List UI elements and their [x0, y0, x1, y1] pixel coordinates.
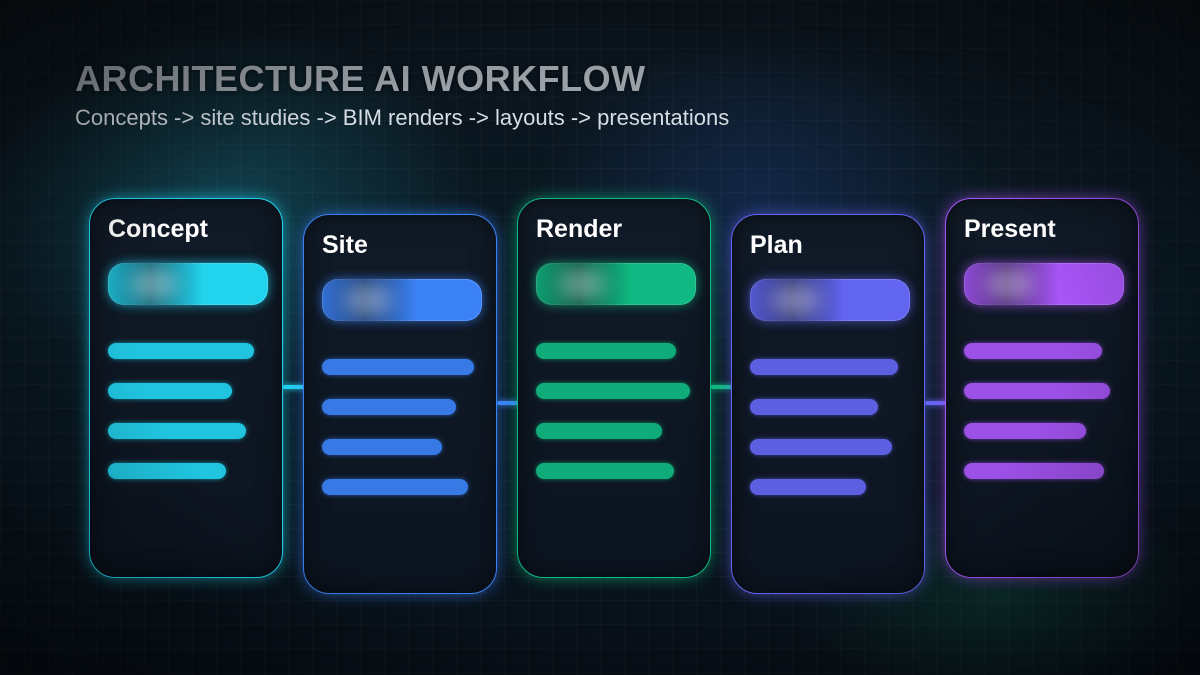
stage-content-line	[108, 383, 232, 399]
stage-content-line	[750, 399, 878, 415]
stage-title: Plan	[750, 231, 803, 259]
stage-card-plan[interactable]: Plan	[731, 214, 925, 594]
stage-content-line	[750, 479, 866, 495]
stage-content-line	[322, 399, 456, 415]
stage-content-line	[964, 463, 1104, 479]
page-subtitle: Concepts -> site studies -> BIM renders …	[75, 105, 730, 130]
connector-site-render	[497, 401, 519, 405]
page-title: ARCHITECTURE AI WORKFLOW	[75, 58, 646, 99]
stage-content-line	[536, 343, 676, 359]
stage-highlight-bar	[108, 263, 268, 305]
stage-content-line	[750, 359, 898, 375]
stage-content-line	[964, 423, 1086, 439]
stage-content-line	[964, 383, 1110, 399]
stage-title: Concept	[108, 215, 208, 243]
stage-content-line	[322, 439, 442, 455]
stage-highlight-bar	[964, 263, 1124, 305]
stage-highlight-bar	[322, 279, 482, 321]
stage-content-line	[108, 463, 226, 479]
stage-content-line	[322, 359, 474, 375]
stage-content-line	[322, 479, 468, 495]
stage-content-line	[108, 343, 254, 359]
stage-card-present[interactable]: Present	[945, 198, 1139, 578]
connector-concept-site	[283, 385, 305, 389]
stage-card-render[interactable]: Render	[517, 198, 711, 578]
stage-content-line	[750, 439, 892, 455]
stage-content-line	[536, 463, 674, 479]
stage-card-site[interactable]: Site	[303, 214, 497, 594]
stage-content-line	[964, 343, 1102, 359]
connector-render-plan	[711, 385, 733, 389]
stage-highlight-bar	[536, 263, 696, 305]
stage-title: Present	[964, 215, 1056, 243]
connector-plan-present	[925, 401, 947, 405]
stage-content-line	[536, 423, 662, 439]
stage-card-concept[interactable]: Concept	[89, 198, 283, 578]
stage-title: Render	[536, 215, 623, 243]
stage-highlight-bar	[750, 279, 910, 321]
stage-content-line	[108, 423, 246, 439]
stage-content-line	[536, 383, 690, 399]
stage-title: Site	[322, 231, 368, 259]
